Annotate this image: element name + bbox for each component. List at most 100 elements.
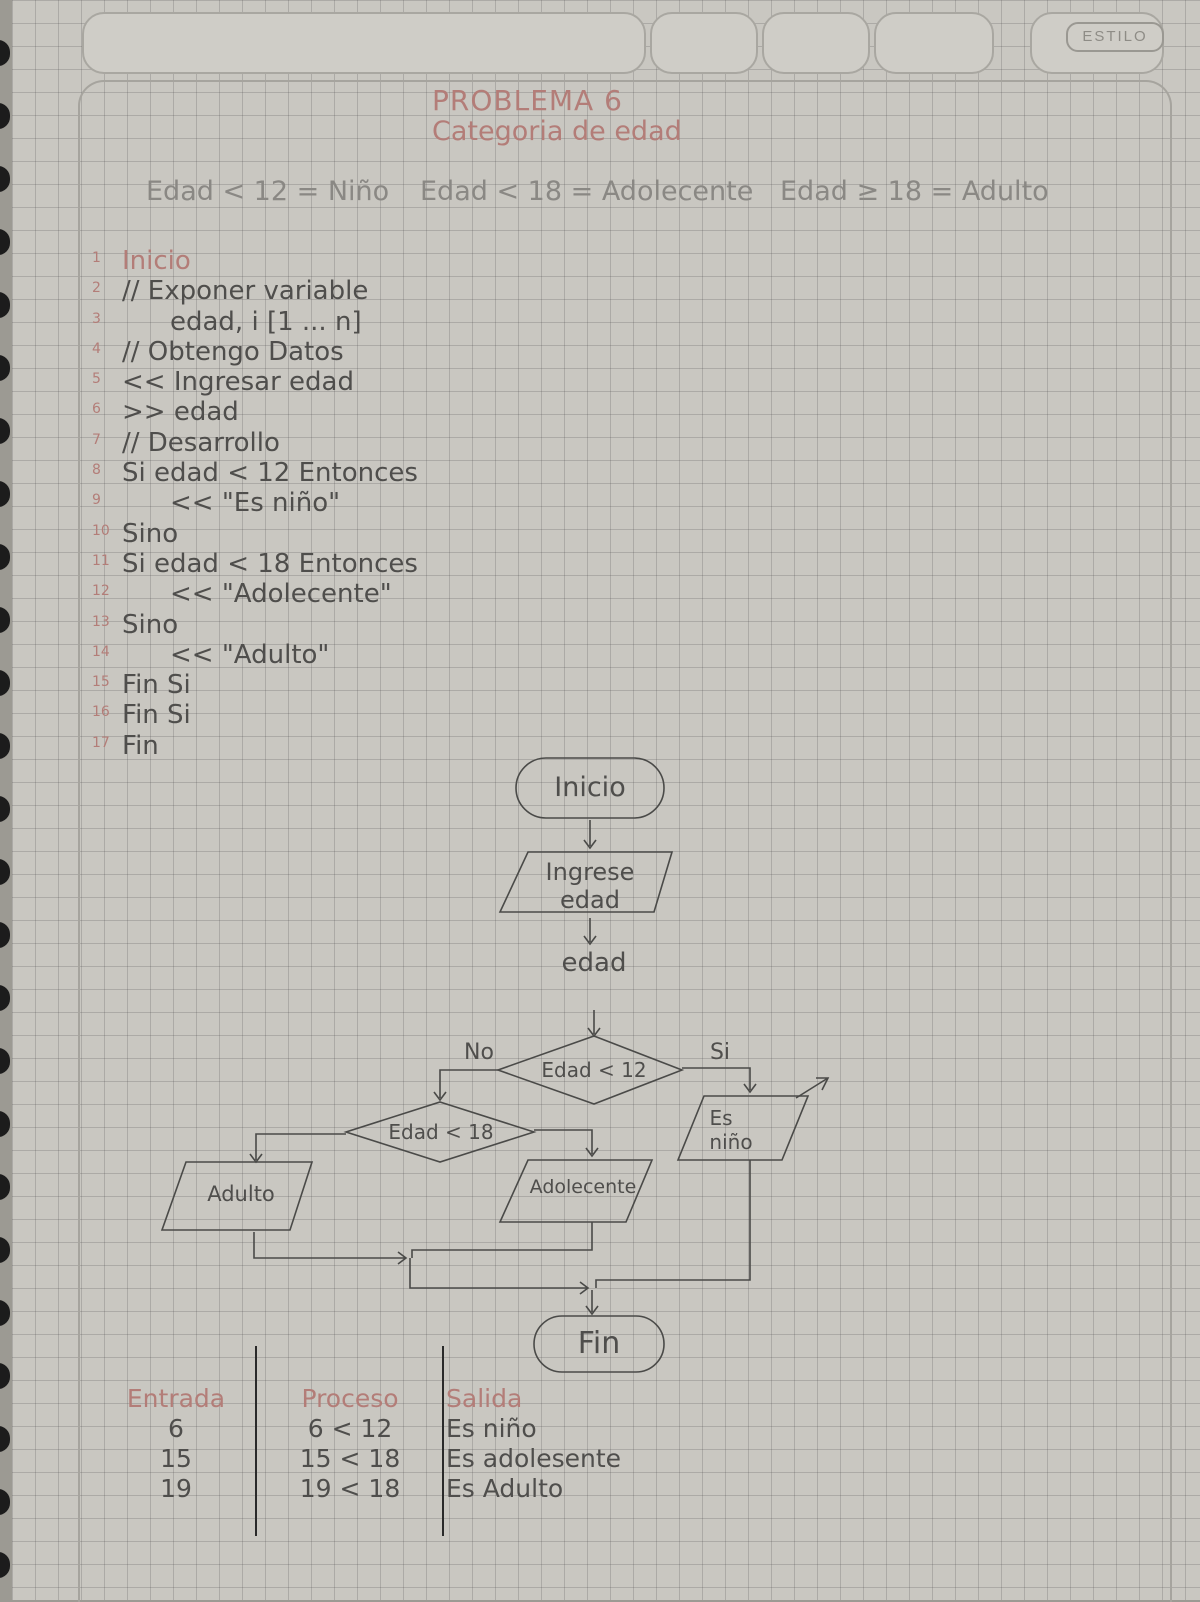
- line-text: edad, i [1 ... n]: [170, 306, 362, 337]
- line-text: << "Adolecente": [170, 579, 392, 610]
- header-box-4: [874, 12, 994, 74]
- table-cell: 6 < 12: [307, 1414, 393, 1443]
- line-number: 12: [92, 583, 110, 600]
- arrow-input-to-read: [583, 918, 597, 946]
- decision1-diamond: [495, 1035, 685, 1105]
- line-text: // Exponer variable: [122, 276, 369, 307]
- decision1-yes-line: [682, 1067, 757, 1094]
- merge-inner-lines: [253, 1222, 593, 1265]
- table-cell: Es niño: [446, 1414, 537, 1443]
- table-cell: 19 < 18: [299, 1474, 401, 1503]
- binding-ring: [0, 1048, 10, 1074]
- binding-ring: [0, 166, 10, 192]
- problem-subtitle: Categoria de edad: [432, 116, 682, 147]
- input-parallelogram: [498, 851, 674, 913]
- table-header-salida: Salida: [446, 1384, 523, 1413]
- output-adulto-label: Adulto: [207, 1182, 275, 1206]
- table-cell: 6: [168, 1414, 184, 1443]
- line-number: 6: [92, 401, 101, 418]
- output-nino-parallelogram: [676, 1095, 810, 1161]
- line-number: 2: [92, 280, 101, 297]
- binding-ring: [0, 103, 10, 129]
- line-text: Fin: [122, 730, 159, 761]
- line-number: 17: [92, 734, 110, 751]
- line-number: 9: [92, 492, 101, 509]
- rule-adulto: Edad ≥ 18 = Adulto: [780, 176, 1049, 207]
- start-terminal: [515, 757, 665, 819]
- line-number: 11: [92, 552, 110, 569]
- binding-ring: [0, 1237, 10, 1263]
- decision2-yes-line: [534, 1129, 599, 1158]
- binding-ring: [0, 733, 10, 759]
- binding-ring: [0, 1363, 10, 1389]
- table-cell: 19: [160, 1474, 192, 1503]
- line-text: >> edad: [122, 397, 239, 428]
- decision2-diamond: [343, 1101, 537, 1163]
- line-number: 14: [92, 643, 110, 660]
- line-number: 13: [92, 613, 110, 630]
- decision2-no-line: [249, 1133, 346, 1164]
- end-label: Fin: [577, 1326, 621, 1361]
- page-frame: [78, 80, 1172, 1602]
- output-adolecente-parallelogram: [498, 1159, 654, 1223]
- table-divider-2: [442, 1346, 444, 1536]
- rule-nino: Edad < 12 = Niño: [146, 176, 390, 207]
- line-number: 3: [92, 310, 101, 327]
- table-cell: 15: [160, 1444, 192, 1473]
- decision1-no-label: No: [464, 1040, 494, 1065]
- line-text: // Obtengo Datos: [122, 336, 344, 367]
- binding-ring: [0, 922, 10, 948]
- line-number: 15: [92, 674, 110, 691]
- spiral-binding: [0, 0, 14, 1600]
- problem-title: PROBLEMA 6: [432, 84, 623, 117]
- binding-ring: [0, 1489, 10, 1515]
- arrow-start-to-input: [583, 820, 597, 850]
- output-nino-line1: Es: [709, 1106, 733, 1130]
- decision1-label: Edad < 12: [541, 1058, 647, 1082]
- binding-ring: [0, 1426, 10, 1452]
- header-box-2: [650, 12, 758, 74]
- binding-ring: [0, 355, 10, 381]
- table-cell: 15 < 18: [299, 1444, 401, 1473]
- line-text: << "Es niño": [170, 488, 341, 519]
- line-text: Si edad < 12 Entonces: [122, 458, 418, 489]
- style-label: ESTILO: [1066, 22, 1164, 52]
- output-nino-arrow: [795, 1077, 830, 1099]
- table-divider-1: [255, 1346, 257, 1536]
- binding-ring: [0, 670, 10, 696]
- line-number: 16: [92, 704, 110, 721]
- output-adulto-parallelogram: [160, 1161, 314, 1231]
- line-text: Sino: [122, 518, 179, 549]
- binding-ring: [0, 1174, 10, 1200]
- binding-ring: [0, 418, 10, 444]
- merge-outer-lines: [409, 1160, 751, 1295]
- arrow-to-end: [585, 1290, 599, 1316]
- line-text: Inicio: [122, 246, 191, 276]
- binding-ring: [0, 292, 10, 318]
- line-text: << Ingresar edad: [122, 367, 354, 398]
- rule-adolecente: Edad < 18 = Adolecente: [420, 176, 754, 207]
- line-number: 8: [92, 462, 101, 479]
- line-text: Si edad < 18 Entonces: [122, 548, 418, 579]
- table-header-entrada: Entrada: [126, 1384, 226, 1413]
- decision2-label: Edad < 18: [388, 1120, 494, 1144]
- read-label: edad: [561, 948, 627, 978]
- line-number: 10: [92, 522, 110, 539]
- line-text: Sino: [122, 609, 179, 640]
- line-text: // Desarrollo: [122, 427, 280, 458]
- arrow-read-to-decision1: [587, 1010, 601, 1038]
- binding-ring: [0, 985, 10, 1011]
- line-text: << "Adulto": [170, 639, 330, 670]
- decision1-no-line: [433, 1069, 498, 1102]
- binding-ring: [0, 1300, 10, 1326]
- output-adolecente-label: Adolecente: [529, 1176, 637, 1198]
- binding-ring: [0, 229, 10, 255]
- binding-ring: [0, 544, 10, 570]
- table-cell: Es Adulto: [446, 1474, 564, 1503]
- input-label-line2: edad: [560, 886, 620, 914]
- line-text: Fin Si: [122, 700, 191, 731]
- end-terminal: [533, 1315, 665, 1373]
- binding-ring: [0, 859, 10, 885]
- table-cell: Es adolesente: [446, 1444, 622, 1473]
